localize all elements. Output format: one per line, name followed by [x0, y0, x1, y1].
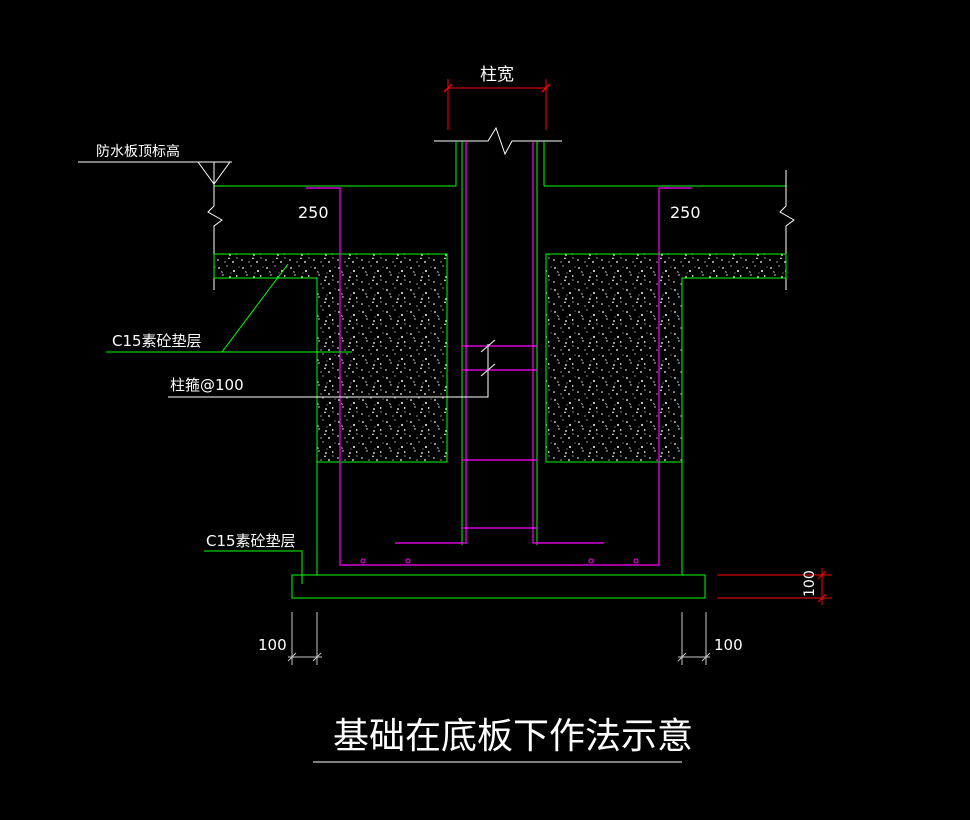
c15-upper-label: C15素砼垫层	[112, 332, 202, 350]
left-slab-break	[207, 170, 223, 290]
foundation-rebar	[306, 187, 692, 566]
pit-walls	[316, 462, 683, 575]
dim-100-right	[677, 612, 711, 665]
stirrup-label: 柱箍@100	[170, 376, 244, 394]
waterproof-top-label: 防水板顶标高	[96, 143, 180, 160]
right-slab-break	[779, 170, 795, 290]
concrete-fill	[213, 253, 787, 463]
thickness-label-left: 250	[298, 203, 329, 222]
dim-100-left-label: 100	[258, 636, 287, 654]
column-stirrups	[462, 345, 537, 529]
thickness-label-right: 250	[670, 203, 701, 222]
dim-100-left	[287, 612, 322, 665]
cushion-layer	[291, 574, 706, 599]
c15-upper-leader	[106, 263, 352, 353]
c15-lower-leader	[204, 550, 303, 584]
column-width-dimension	[443, 79, 551, 130]
column-outline	[455, 141, 545, 545]
column-break-line	[434, 126, 562, 156]
rebar-dots	[360, 558, 639, 564]
dim-100-right-label: 100	[714, 636, 743, 654]
column-width-label: 柱宽	[480, 65, 514, 85]
column-main-bars	[395, 141, 604, 544]
dim-100-vertical	[717, 568, 832, 605]
drawing-title: 基础在底板下作法示意	[333, 716, 693, 757]
stirrup-leader	[168, 339, 496, 398]
dim-100-vertical-label: 100	[802, 570, 818, 597]
c15-lower-label: C15素砼垫层	[206, 532, 296, 550]
elevation-mark	[78, 161, 232, 185]
